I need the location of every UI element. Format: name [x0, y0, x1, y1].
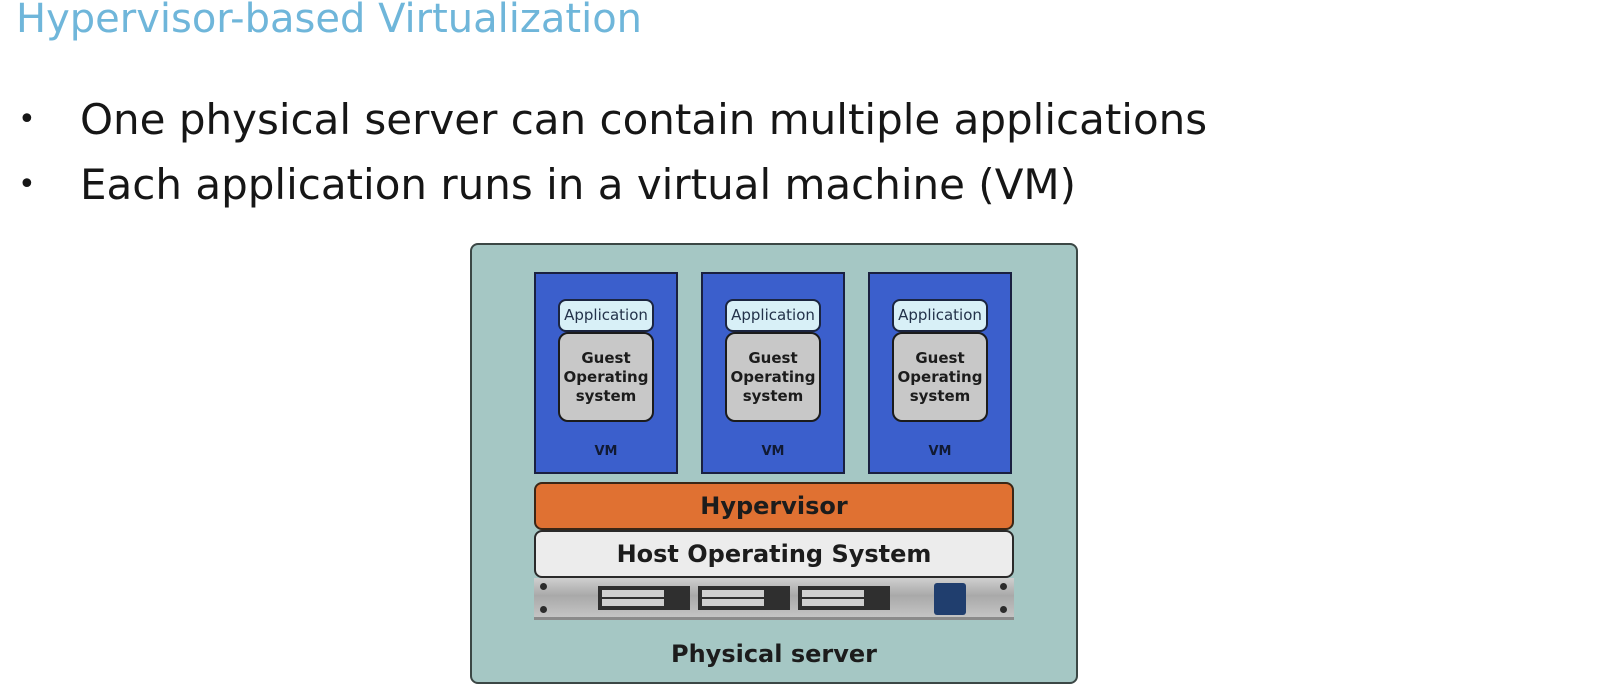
vm-box: Application Guest Operating system VM [534, 272, 678, 474]
hypervisor-layer: Hypervisor [534, 482, 1014, 530]
guest-os-box: Guest Operating system [725, 332, 821, 422]
server-chassis-illustration [534, 578, 1014, 620]
guest-os-box: Guest Operating system [892, 332, 988, 422]
vm-box: Application Guest Operating system VM [868, 272, 1012, 474]
application-box: Application [892, 299, 988, 332]
screw-icon [540, 606, 547, 613]
screw-icon [1000, 606, 1007, 613]
vm-label: VM [761, 444, 785, 459]
application-box: Application [558, 299, 654, 332]
bullet-marker: • [18, 167, 36, 202]
power-button-icon [934, 583, 966, 615]
bullet-text: Each application runs in a virtual machi… [80, 160, 1077, 209]
screw-icon [1000, 583, 1007, 590]
application-box: Application [725, 299, 821, 332]
bullet-marker: • [18, 102, 36, 137]
guest-os-label: Guest Operating system [730, 348, 816, 405]
screw-icon [540, 583, 547, 590]
physical-server-label: Physical server [671, 640, 877, 668]
slide-title: Hypervisor-based Virtualization [16, 0, 643, 42]
host-os-layer: Host Operating System [534, 530, 1014, 578]
drive-bay-icon [798, 586, 890, 610]
vm-box: Application Guest Operating system VM [701, 272, 845, 474]
vm-label: VM [928, 444, 952, 459]
guest-os-label: Guest Operating system [563, 348, 649, 405]
bullet-text: One physical server can contain multiple… [80, 95, 1208, 144]
physical-server-diagram: Application Guest Operating system VM Ap… [470, 243, 1078, 684]
guest-os-label: Guest Operating system [897, 348, 983, 405]
drive-bay-icon [698, 586, 790, 610]
guest-os-box: Guest Operating system [558, 332, 654, 422]
vm-label: VM [594, 444, 618, 459]
drive-bay-icon [598, 586, 690, 610]
